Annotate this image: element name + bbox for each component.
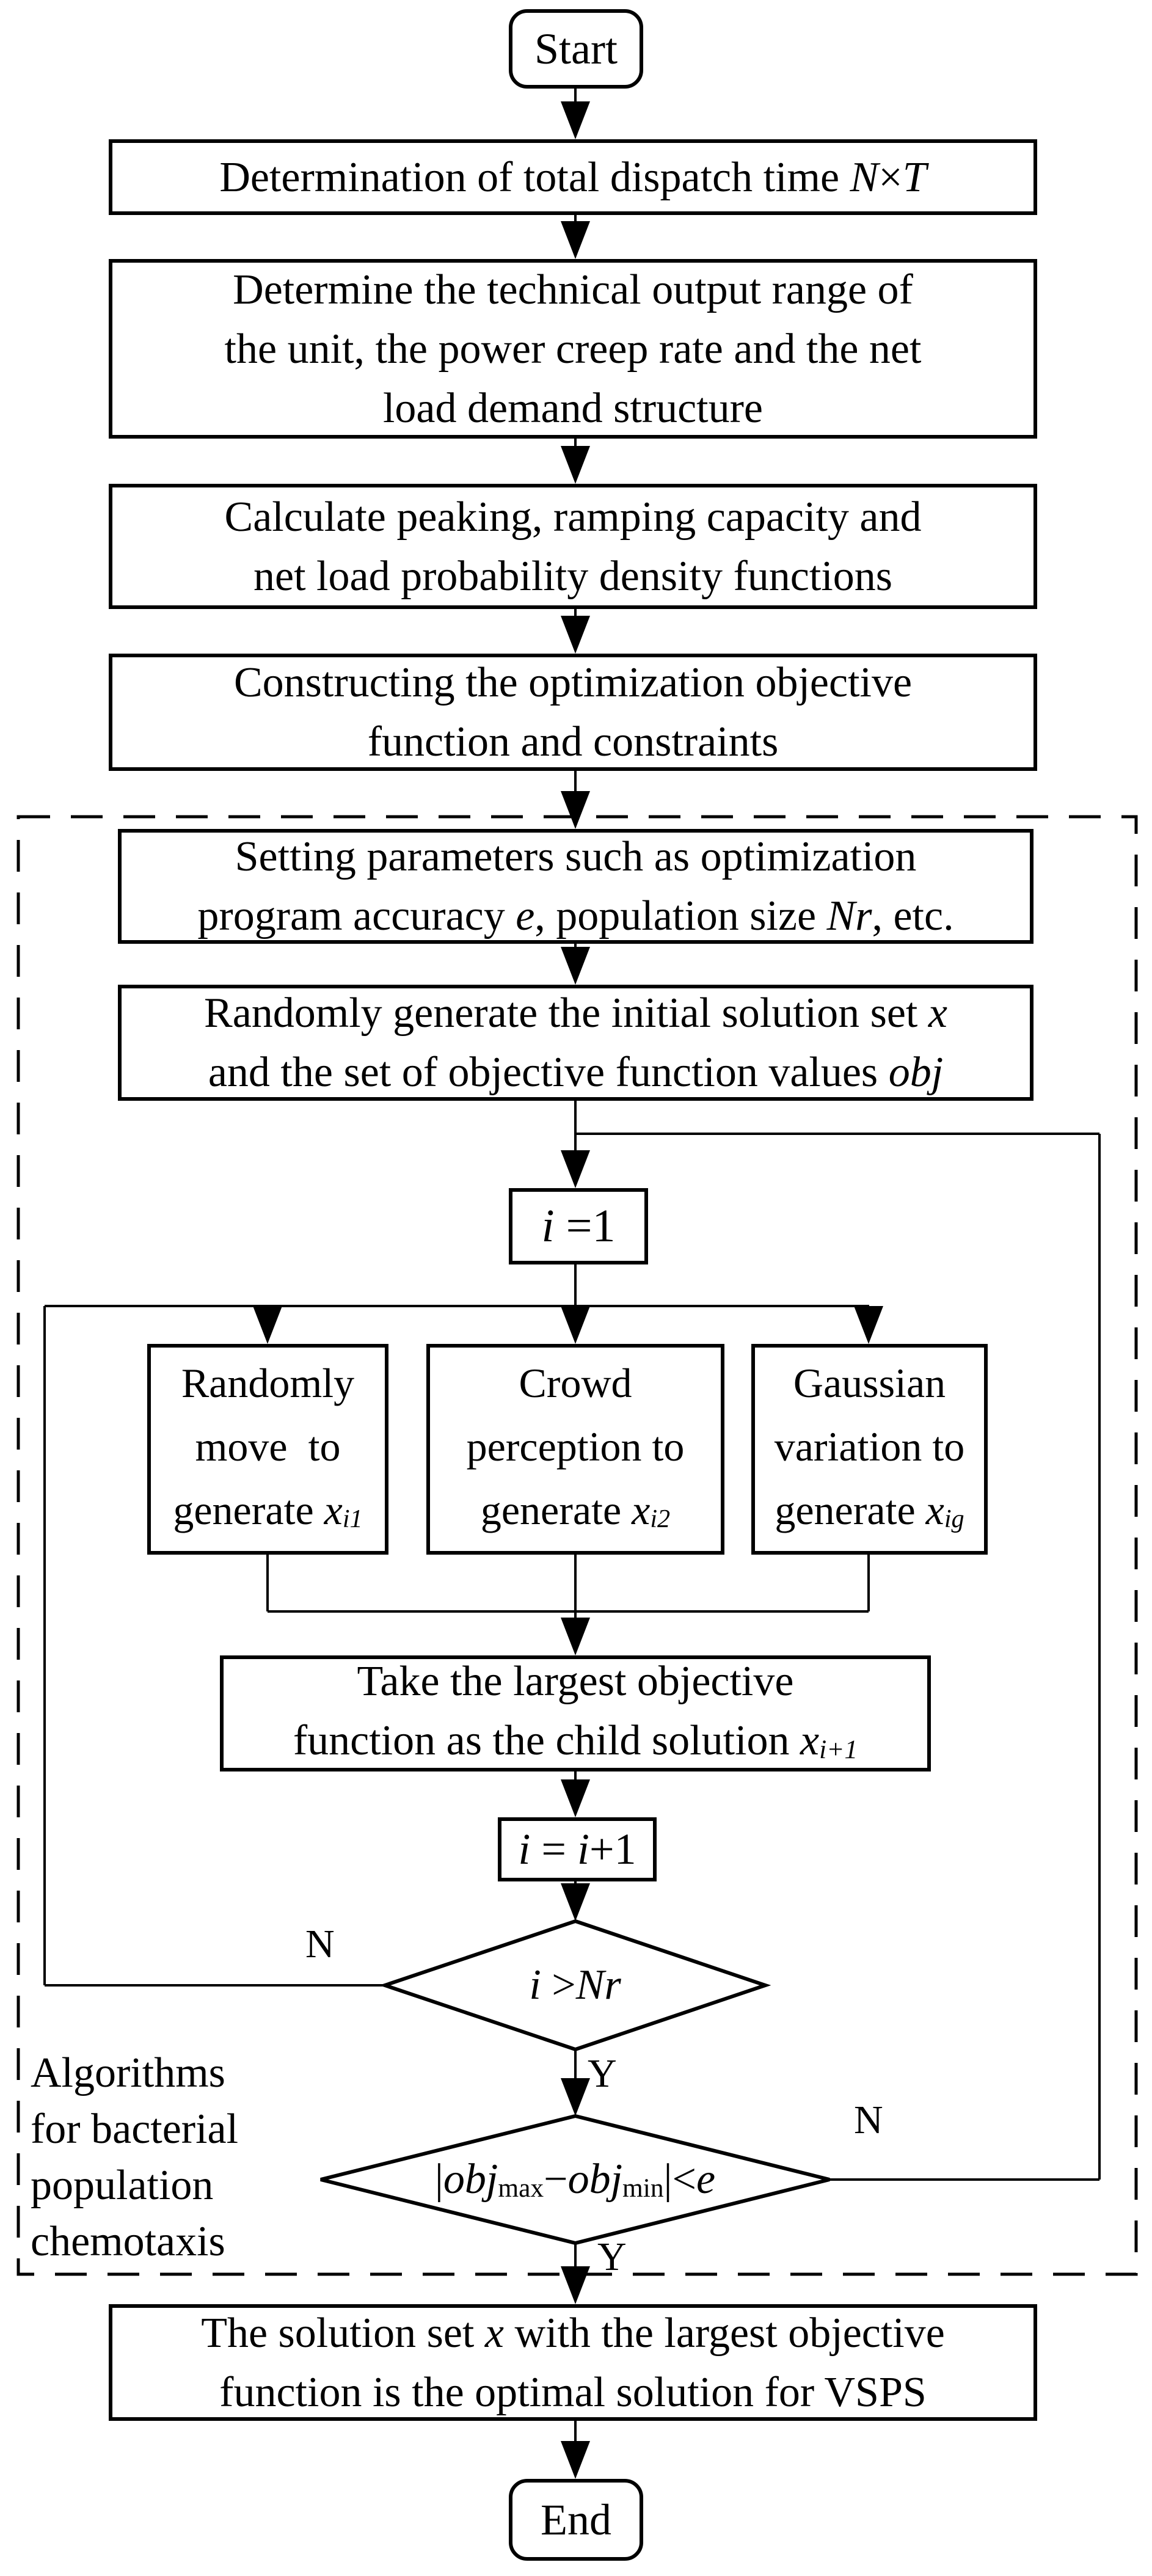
decision-diamond-i-gt-nr (379, 1919, 771, 2052)
decision-obj-convergence-label: |objmax−objmin|<e (434, 2156, 716, 2203)
end-node: End (509, 2479, 643, 2561)
branch-label-no-1: N (305, 1922, 335, 1966)
process-optimal-solution: The solution set x with the largest obje… (109, 2304, 1037, 2421)
process-increment-i: i = i+1 (498, 1817, 657, 1881)
arrowhead (561, 2441, 590, 2479)
branch-label-yes-1: Y (588, 2051, 617, 2096)
arrowhead (561, 1150, 590, 1188)
process-i-equals-1: i =1 (509, 1188, 648, 1264)
arrowhead (854, 1306, 883, 1344)
branch-label-yes-2: Y (597, 2235, 627, 2279)
arrowhead (561, 221, 590, 259)
arrowhead (561, 2078, 590, 2116)
arrowhead (561, 1779, 590, 1817)
decision-diamond-obj-convergence (320, 2114, 830, 2246)
arrowhead (561, 947, 590, 985)
process-dispatch-time: Determination of total dispatch time N×T (109, 139, 1037, 215)
arrowhead (561, 616, 590, 654)
decision-i-gt-nr-label: i >Nr (529, 1961, 621, 2009)
side-label-line: Algorithms (31, 2049, 225, 2096)
branch-label-no-2: N (854, 2098, 883, 2142)
arrowhead (561, 1306, 590, 1344)
arrowhead (561, 2266, 590, 2304)
arrowhead (561, 101, 590, 139)
side-label-line: for bacterial (31, 2106, 239, 2153)
arrowhead (253, 1306, 282, 1344)
side-label-line: population (31, 2162, 214, 2209)
start-node: Start (509, 9, 643, 89)
arrowhead (561, 1618, 590, 1655)
arrowhead (561, 1883, 590, 1921)
arrowhead (561, 791, 590, 829)
side-label-chemotaxis: Algorithms for bacterial population chem… (31, 2045, 312, 2270)
process-random-initial-solution: Randomly generate the initial solution s… (118, 985, 1034, 1101)
arrowhead (561, 446, 590, 484)
dashed-group-border (16, 815, 1138, 2276)
arrowheads (253, 101, 883, 2479)
side-label-line: chemotaxis (31, 2218, 225, 2265)
